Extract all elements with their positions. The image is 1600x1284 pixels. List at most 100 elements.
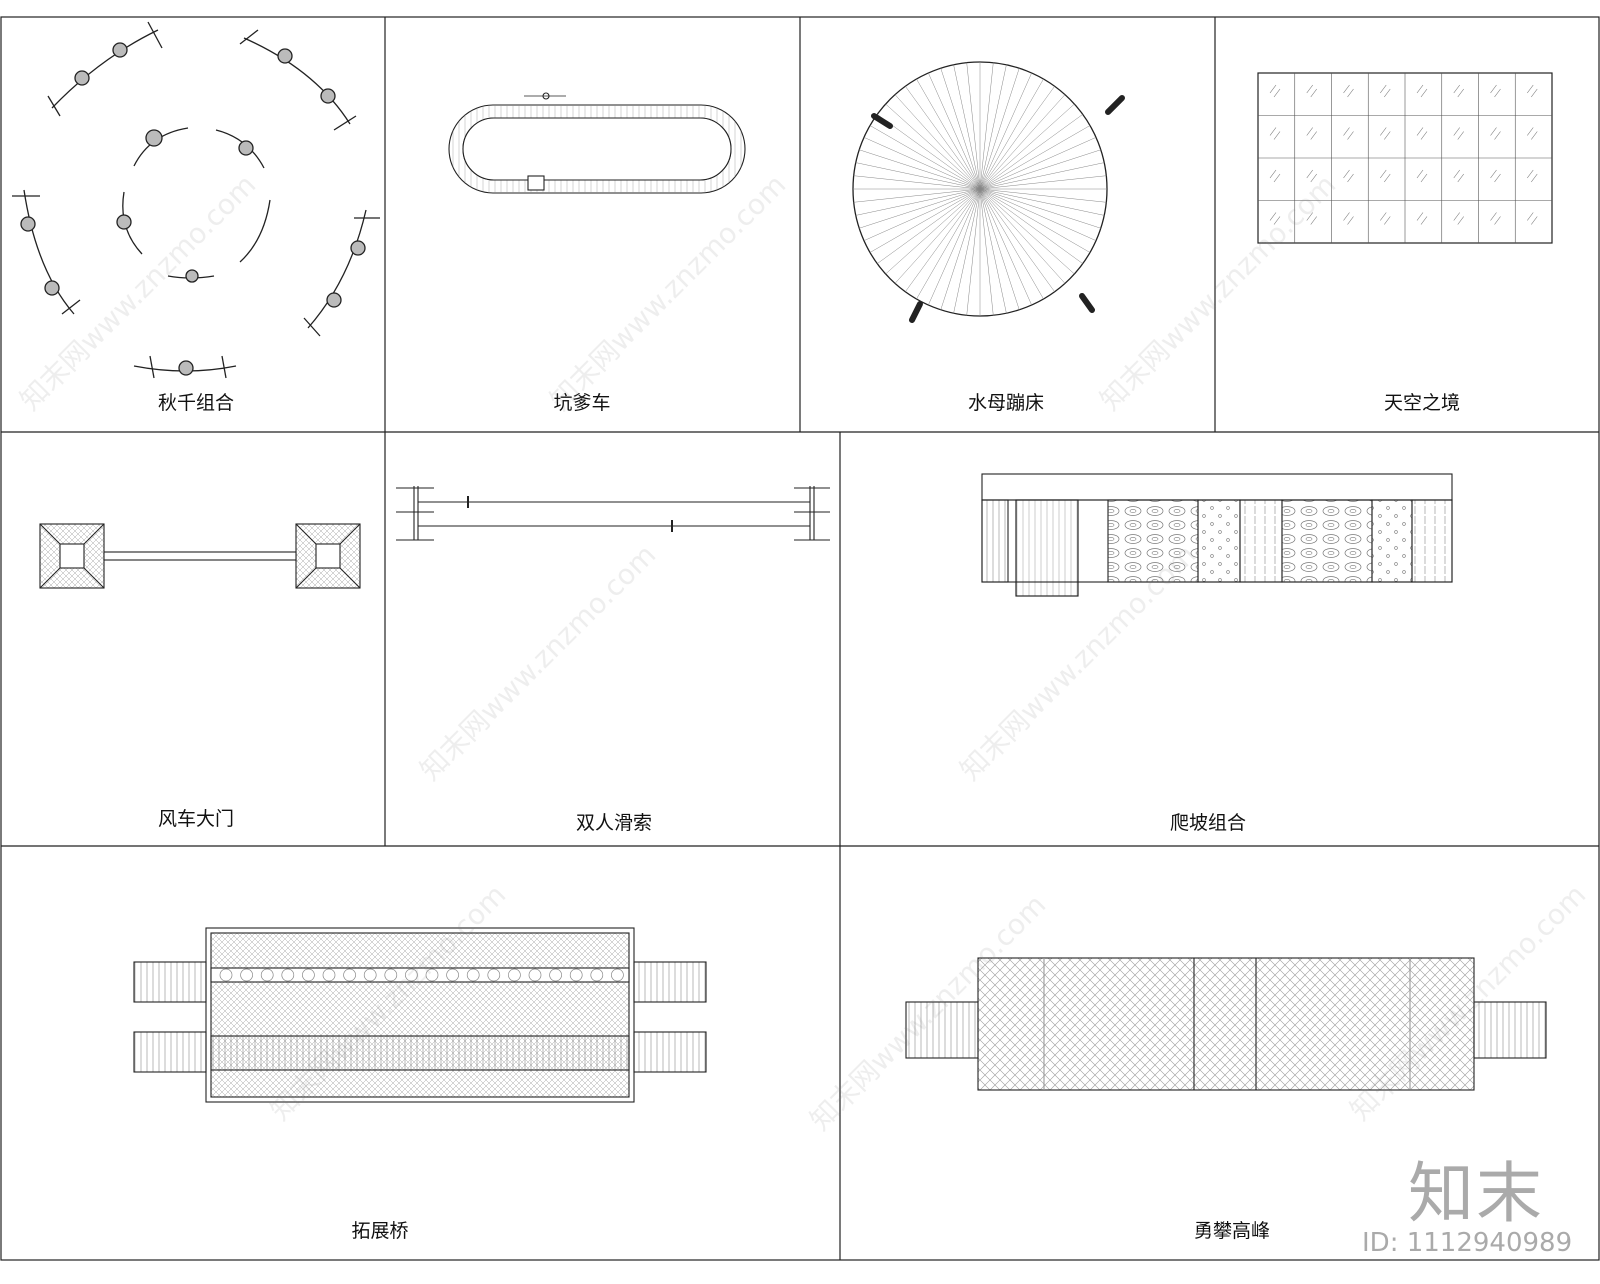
- trampoline-spoke: [979, 72, 1032, 190]
- trampoline-spoke: [979, 188, 1101, 229]
- panel-label-sky: 天空之境: [1383, 392, 1461, 414]
- mirror-glint: [1416, 169, 1428, 183]
- bridge-ring: [384, 968, 398, 982]
- trampoline-spoke: [979, 188, 1032, 306]
- bridge-ring: [322, 968, 336, 982]
- mirror-glint: [1527, 169, 1538, 183]
- trampoline-spoke: [869, 188, 981, 253]
- trampoline-spoke: [877, 188, 981, 264]
- panel-label-bridge: 拓展桥: [351, 1220, 409, 1242]
- mirror-glint: [1490, 84, 1501, 98]
- trampoline-spoke: [905, 188, 981, 292]
- bridge-ring: [528, 968, 542, 982]
- mirror-glint: [1343, 84, 1354, 98]
- bridge-ring: [425, 968, 439, 982]
- trampoline-spoke: [953, 64, 981, 190]
- trampoline-spoke: [979, 188, 1007, 314]
- trampoline-spoke: [979, 188, 1044, 300]
- trampoline-spoke: [859, 188, 981, 229]
- trampoline-spoke: [966, 188, 981, 316]
- mirror-glint: [1416, 127, 1428, 140]
- trampoline-spoke: [966, 62, 981, 190]
- mirror-glint: [1380, 169, 1391, 183]
- trampoline-spoke: [853, 188, 981, 203]
- mirror-glint: [1306, 169, 1317, 183]
- brave-peak-drawing: [905, 957, 1547, 1091]
- trampoline-spoke: [979, 188, 1107, 203]
- trampoline-spoke: [979, 188, 1105, 216]
- jellyfish-drawing: [852, 61, 1125, 323]
- trampoline-spoke: [855, 188, 981, 216]
- trampoline-spoke: [979, 188, 1075, 275]
- trampoline-spoke: [916, 78, 981, 190]
- mirror-glint: [1306, 127, 1317, 140]
- panel-label-kart: 坑爹车: [553, 392, 611, 414]
- trampoline-spoke: [905, 86, 981, 190]
- trampoline-spoke: [979, 188, 994, 316]
- trampoline-spoke: [979, 149, 1101, 190]
- mirror-glint: [1453, 169, 1464, 183]
- bridge-ring: [405, 968, 418, 982]
- trampoline-spoke: [885, 103, 981, 190]
- trampoline-spoke: [979, 64, 1007, 190]
- trampoline-spoke: [894, 94, 981, 190]
- trampoline-spoke: [979, 94, 1066, 190]
- panel-label-zipline: 双人滑索: [575, 812, 653, 834]
- trampoline-spoke: [979, 188, 1066, 284]
- trampoline-spoke: [979, 188, 1083, 264]
- bridge-ring: [240, 968, 253, 982]
- trampoline-spoke: [855, 162, 981, 190]
- mirror-glint: [1453, 127, 1464, 140]
- trampoline-spoke: [953, 188, 981, 314]
- bridge-ring: [508, 968, 521, 982]
- mirror-glint: [1269, 212, 1281, 225]
- trampoline-spoke: [940, 188, 981, 310]
- mirror-glint: [1269, 127, 1281, 140]
- windmill-gate-drawing: [39, 523, 361, 589]
- slope-combo-drawing: [981, 473, 1453, 597]
- trampoline-spoke: [979, 175, 1107, 190]
- mirror-glint: [1343, 212, 1354, 225]
- panel-label-windmill: 风车大门: [157, 808, 235, 830]
- bridge-ring: [590, 968, 604, 982]
- mirror-glint: [1343, 169, 1354, 183]
- bridge-ring: [446, 968, 459, 982]
- bridge-ring: [569, 968, 583, 982]
- mirror-glint: [1380, 127, 1391, 140]
- expansion-bridge-drawing: [133, 927, 707, 1103]
- panel-label-climb: 爬坡组合: [1169, 812, 1247, 834]
- trampoline-spoke: [916, 188, 981, 300]
- mirror-glint: [1343, 127, 1354, 140]
- trampoline-spoke: [979, 188, 1097, 241]
- panel-label-swing: 秋千组合: [157, 392, 235, 414]
- mirror-glint: [1380, 84, 1391, 98]
- bridge-ring: [466, 968, 480, 982]
- zipline-drawing: [396, 486, 830, 541]
- mirror-glint: [1269, 169, 1281, 183]
- bridge-ring: [363, 968, 377, 982]
- trampoline-spoke: [859, 149, 981, 190]
- trampoline-spoke: [869, 125, 981, 190]
- mirror-glint: [1306, 212, 1317, 225]
- mirror-glint: [1490, 127, 1501, 140]
- trampoline-spoke: [979, 188, 1020, 310]
- mirror-glint: [1380, 212, 1391, 225]
- sky-mirror-drawing: [1257, 72, 1553, 244]
- trampoline-spoke: [877, 114, 981, 190]
- kart-drawing: [448, 92, 746, 194]
- trampoline-spoke: [979, 188, 1091, 253]
- trampoline-spoke: [940, 68, 981, 190]
- swing-drawing: [12, 21, 380, 379]
- trampoline-spoke: [979, 78, 1044, 190]
- trampoline-spoke: [863, 137, 981, 190]
- mirror-glint: [1453, 84, 1464, 98]
- mirror-glint: [1527, 84, 1538, 98]
- mirror-glint: [1527, 127, 1538, 140]
- trampoline-spoke: [979, 103, 1075, 190]
- trampoline-spoke: [979, 137, 1097, 190]
- panel-grid: [0, 16, 1600, 1261]
- mirror-glint: [1416, 84, 1428, 98]
- bridge-ring: [281, 968, 295, 982]
